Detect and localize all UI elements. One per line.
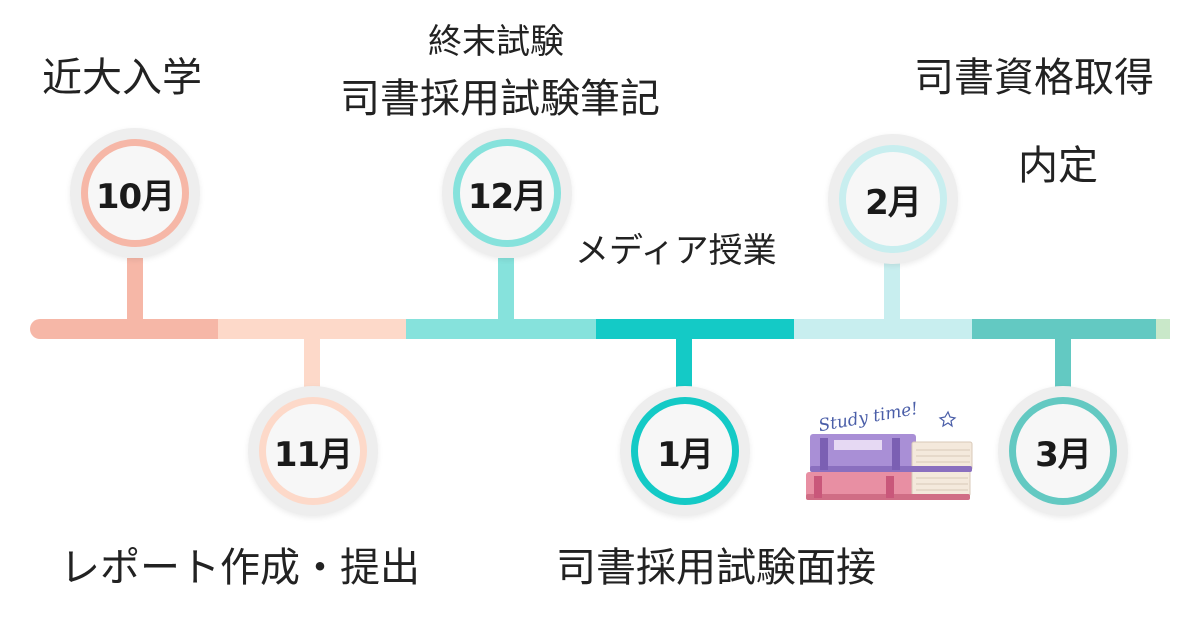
event-label-dec-1: 終末試験 [428, 22, 564, 62]
timeline-segment-oct [30, 319, 220, 339]
milestone-oct-ring: 10月 [81, 139, 189, 247]
milestone-jan: 1月 [620, 386, 750, 516]
month-label-oct: 10月 [95, 176, 175, 217]
milestone-jan-ring: 1月 [631, 397, 739, 505]
stem-mar [1055, 336, 1071, 396]
month-label-jan: 1月 [657, 434, 714, 475]
event-label-dec-2: 司書採用試験筆記 [340, 76, 660, 122]
timeline-segment-nov [218, 319, 408, 339]
timeline-segment-end [1156, 319, 1170, 339]
event-label-jan-1: メディア授業 [575, 231, 777, 271]
milestone-feb-ring: 2月 [839, 145, 947, 253]
stem-jan [676, 336, 692, 396]
pink-book [806, 469, 971, 500]
milestone-oct: 10月 [70, 128, 200, 258]
timeline-segment-feb [794, 319, 974, 339]
month-label-feb: 2月 [865, 182, 922, 223]
event-label-jan-2: 司書採用試験面接 [556, 545, 876, 591]
event-label-nov: レポート作成・提出 [60, 545, 420, 591]
purple-book [810, 434, 973, 472]
study-books-icon: Study time! [806, 399, 973, 500]
event-label-feb-1: 司書資格取得 [914, 55, 1154, 101]
stem-dec [498, 258, 514, 322]
event-label-feb-2: 内定 [1018, 143, 1098, 189]
stem-oct [127, 258, 143, 322]
month-label-mar: 3月 [1035, 434, 1092, 475]
milestone-mar: 3月 [998, 386, 1128, 516]
milestone-nov-ring: 11月 [259, 397, 367, 505]
month-label-dec: 12月 [467, 176, 547, 217]
timeline-segment-mar [972, 319, 1158, 339]
milestone-nov: 11月 [248, 386, 378, 516]
milestone-mar-ring: 3月 [1009, 397, 1117, 505]
timeline-segment-jan [596, 319, 796, 339]
event-label-oct: 近大入学 [42, 55, 202, 101]
milestone-dec: 12月 [442, 128, 572, 258]
milestone-dec-ring: 12月 [453, 139, 561, 247]
stem-feb [884, 258, 900, 322]
milestone-feb: 2月 [828, 134, 958, 264]
timeline-segment-dec [406, 319, 598, 339]
study-time-text: Study time! [817, 399, 920, 436]
month-label-nov: 11月 [273, 434, 353, 475]
stem-nov [304, 336, 320, 396]
